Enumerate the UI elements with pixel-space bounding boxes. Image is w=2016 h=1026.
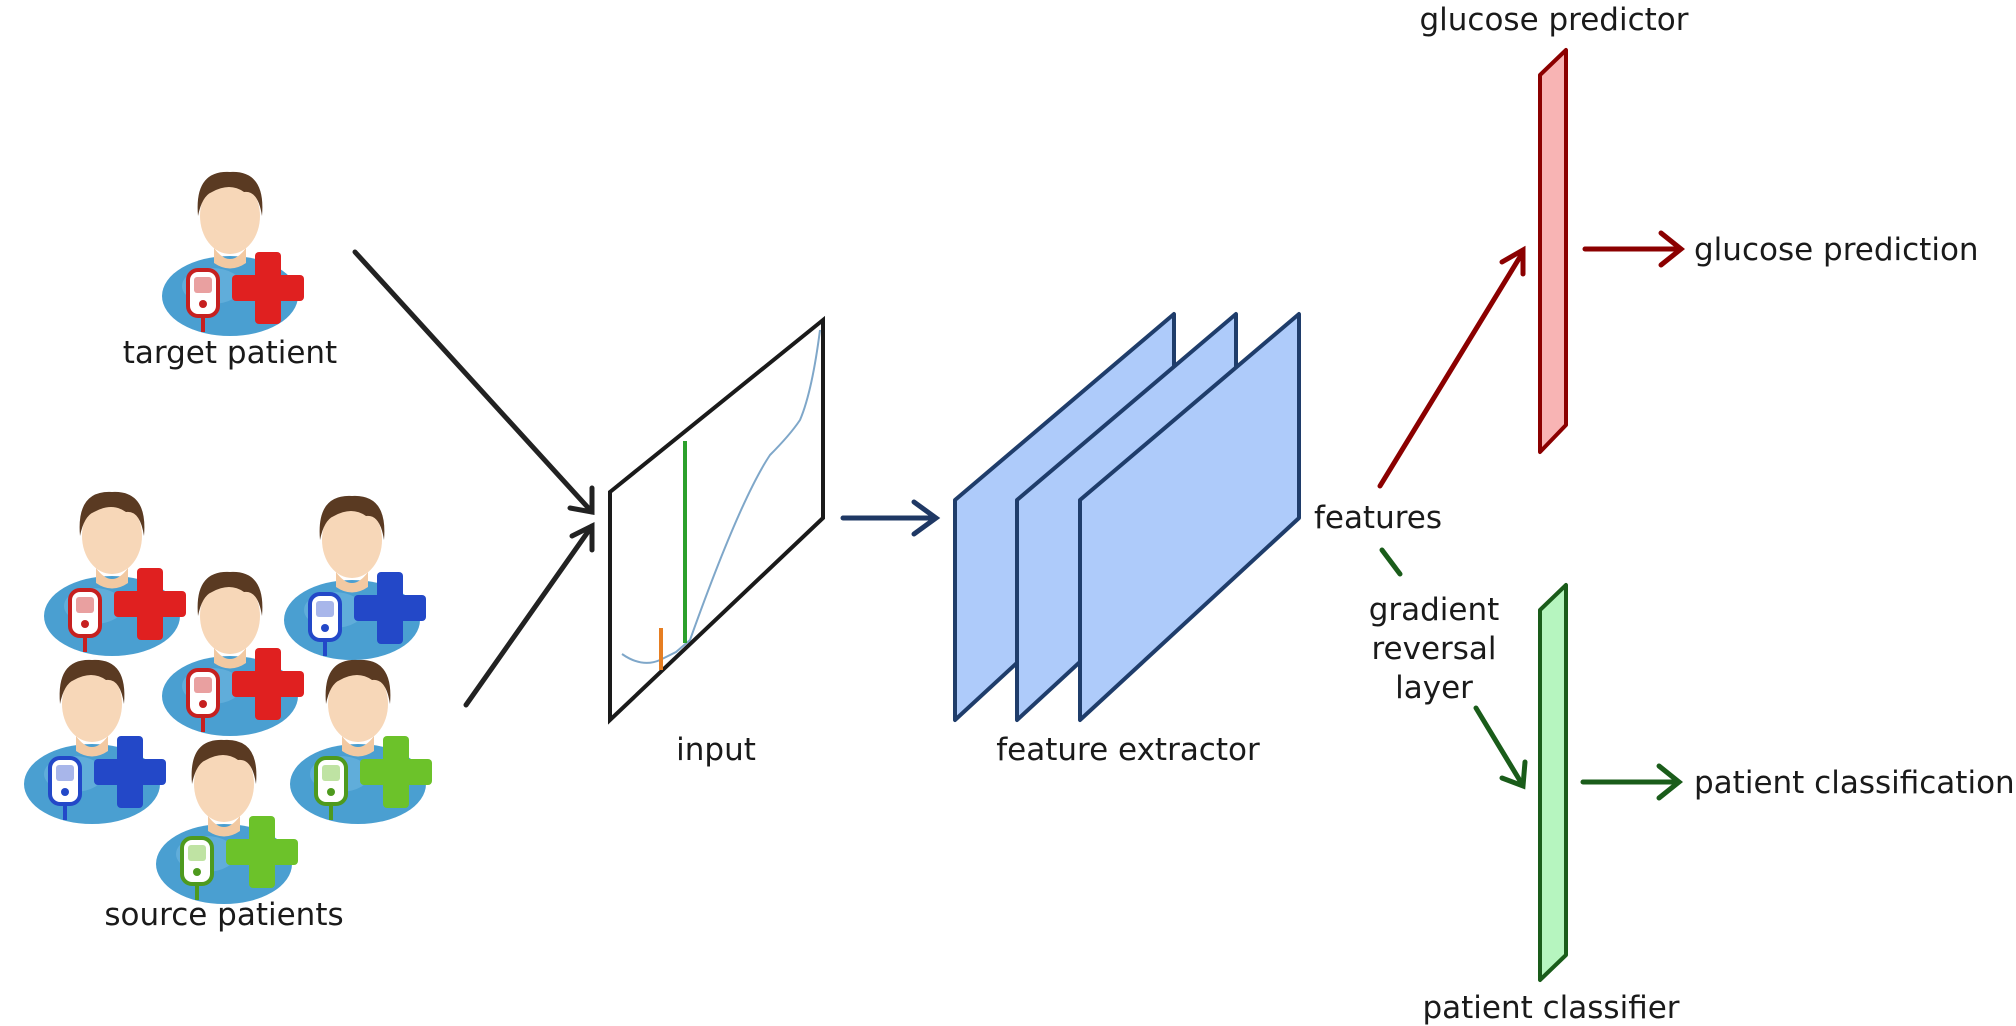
patient-green-glucometer-icon: [154, 737, 298, 906]
features-to-grl-line: [1379, 547, 1403, 577]
glucose-prediction-label: glucose prediction: [1694, 232, 1979, 268]
gradient-reversal-label-line3: layer: [1395, 670, 1473, 706]
gradient-reversal-label-line1: gradient: [1369, 592, 1500, 628]
glucose-predictor-layer: [1538, 48, 1568, 454]
patient-classifier-label: patient classifier: [1422, 990, 1679, 1026]
gradient-reversal-label-line2: reversal: [1371, 631, 1496, 667]
patient-red-glucometer-icon: [160, 169, 304, 338]
feature-extractor-layers: [953, 312, 1301, 722]
source-to-input-arrow: [463, 521, 595, 708]
target-to-input-arrow: [352, 249, 595, 515]
grl-to-classifier-arrow: [1473, 705, 1528, 790]
patient-classification-arrow: [1580, 763, 1684, 801]
glucose-prediction-arrow: [1582, 230, 1686, 268]
patient-green-glucometer-icon: [288, 657, 432, 826]
input-label: input: [676, 732, 756, 768]
patient-blue-glucometer-icon: [22, 657, 166, 826]
glucose-predictor-label: glucose predictor: [1419, 2, 1688, 38]
patient-classification-label: patient classification: [1694, 765, 2015, 801]
patient-classifier-layer: [1538, 583, 1568, 982]
target-patient-label: target patient: [123, 335, 337, 371]
input-to-extractor-arrow: [840, 499, 941, 537]
features-label: features: [1314, 500, 1442, 536]
patient-blue-glucometer-icon: [282, 493, 426, 662]
input-signal-panel: [608, 315, 825, 725]
source-patients-label: source patients: [104, 897, 343, 933]
patient-red-glucometer-icon: [42, 489, 186, 658]
features-to-predictor-arrow: [1377, 245, 1526, 489]
feature-extractor-label: feature extractor: [996, 732, 1260, 768]
